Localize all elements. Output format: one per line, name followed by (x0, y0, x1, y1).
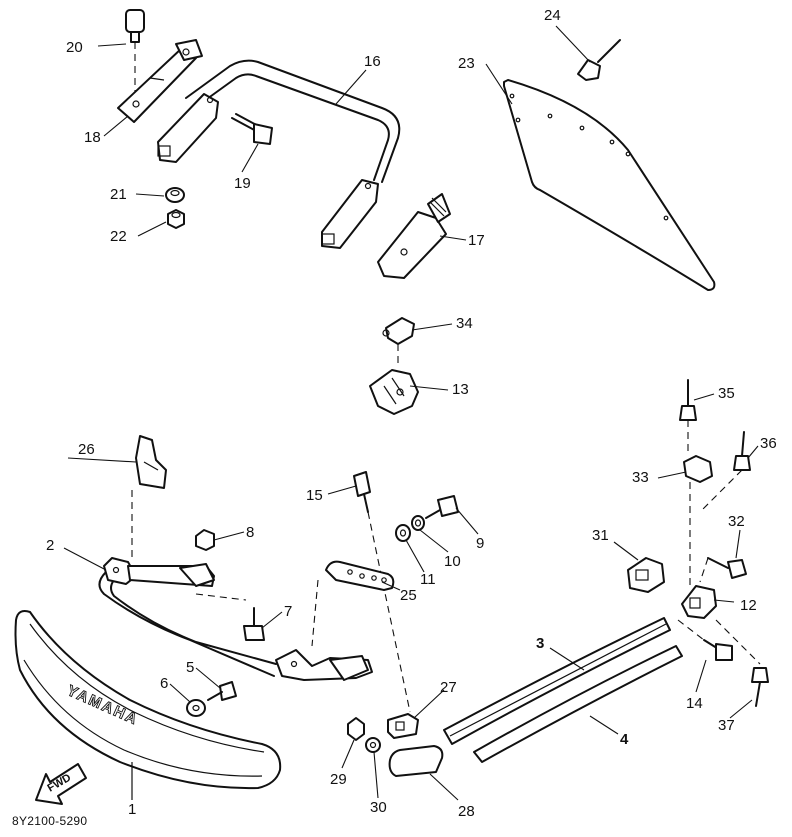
callout-31: 31 (592, 527, 609, 544)
bracket-12 (681, 585, 717, 619)
callout-17: 17 (468, 232, 485, 249)
callout-24: 24 (544, 7, 561, 24)
callout-34: 34 (456, 315, 473, 332)
washer-6 (186, 699, 206, 717)
callout-3: 3 (536, 635, 545, 652)
callout-1: 1 (128, 801, 137, 818)
bracket-17 (377, 193, 451, 279)
callout-6: 6 (160, 675, 169, 692)
callout-4: 4 (620, 731, 629, 748)
leader-lines (63, 25, 759, 801)
callout-28: 28 (458, 803, 475, 820)
nut-22 (167, 209, 185, 229)
bolt-19 (231, 113, 273, 145)
rivet-37 (751, 667, 769, 707)
washer-10 (411, 515, 425, 531)
callout-23: 23 (458, 55, 475, 72)
joint-33 (683, 455, 713, 483)
callout-18: 18 (84, 129, 101, 146)
bolt-14 (703, 639, 733, 661)
rivet-24 (577, 39, 621, 81)
windshield-23 (503, 79, 716, 291)
callout-37: 37 (718, 717, 735, 734)
bolt-32 (707, 557, 747, 579)
rivet-35 (679, 379, 697, 421)
bumper-1 (14, 610, 282, 800)
fwd-arrow-icon (35, 763, 87, 805)
rail-4 (473, 645, 683, 763)
callout-29: 29 (330, 771, 347, 788)
callout-20: 20 (66, 39, 83, 56)
callout-2: 2 (46, 537, 55, 554)
callout-13: 13 (452, 381, 469, 398)
callout-25: 25 (400, 587, 417, 604)
callout-14: 14 (686, 695, 703, 712)
rail-3 (443, 617, 671, 745)
bracket-18 (117, 39, 203, 123)
end-cap-28 (388, 745, 444, 777)
bolt-7 (243, 607, 265, 641)
bracket-25 (325, 560, 395, 591)
callout-19: 19 (234, 175, 251, 192)
callout-21: 21 (110, 186, 127, 203)
nut-29 (347, 717, 365, 741)
callout-12: 12 (740, 597, 757, 614)
callout-32: 32 (728, 513, 745, 530)
bracket-26 (135, 435, 167, 489)
clip-31 (627, 557, 665, 593)
callout-16: 16 (364, 53, 381, 70)
collar-34 (382, 317, 415, 345)
callout-15: 15 (306, 487, 323, 504)
callout-27: 27 (440, 679, 457, 696)
bolt-5 (207, 681, 237, 701)
washer-11 (395, 524, 411, 542)
clamp-13 (369, 369, 419, 415)
callout-8: 8 (246, 524, 255, 541)
rivet-36 (733, 431, 751, 471)
frame-16 (157, 59, 401, 249)
callout-7: 7 (284, 603, 293, 620)
callout-5: 5 (186, 659, 195, 676)
washer-21 (165, 187, 185, 203)
clip-27 (387, 713, 419, 739)
callout-9: 9 (476, 535, 485, 552)
bolt-15 (353, 471, 371, 513)
callout-22: 22 (110, 228, 127, 245)
callout-35: 35 (718, 385, 735, 402)
nut-8 (195, 529, 215, 551)
callout-10: 10 (444, 553, 461, 570)
callout-36: 36 (760, 435, 777, 452)
callout-33: 33 (632, 469, 649, 486)
bolt-20 (125, 9, 145, 43)
callout-30: 30 (370, 799, 387, 816)
callout-11: 11 (420, 571, 436, 588)
callout-26: 26 (78, 441, 95, 458)
frame-2 (98, 557, 373, 681)
washer-30 (365, 737, 381, 753)
diagram-code: 8Y2100-5290 (12, 814, 88, 828)
bolt-9 (425, 495, 459, 519)
